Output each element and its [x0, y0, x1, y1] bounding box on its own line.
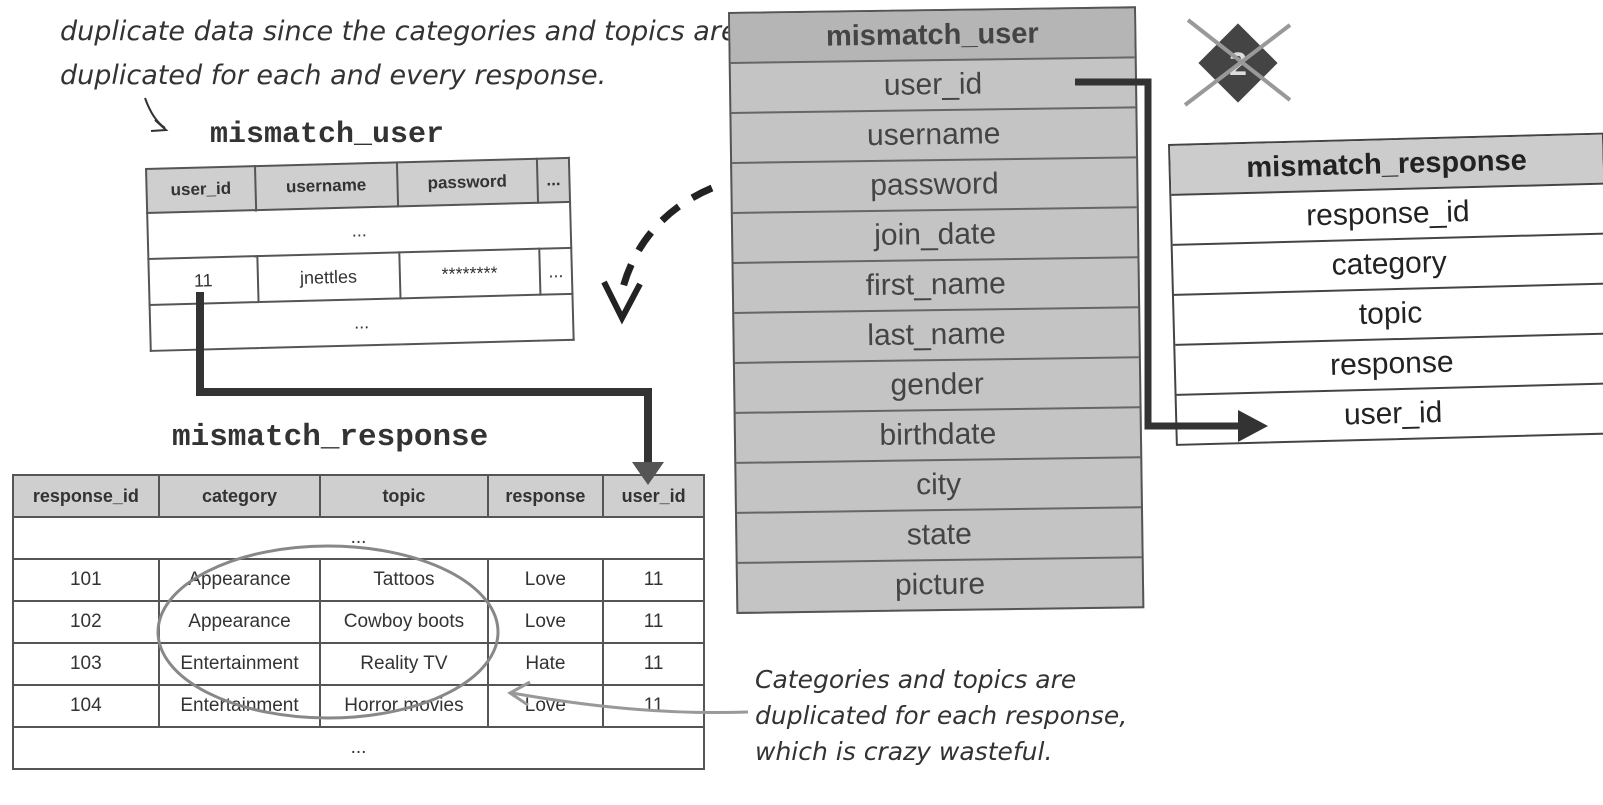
cell-user-id: 11 — [602, 642, 705, 686]
cell-response: Love — [486, 558, 605, 602]
cell-response-id: 104 — [12, 684, 160, 728]
dashed-arrowhead — [601, 280, 643, 325]
note-duplicate-data: duplicate data since the categories and … — [60, 16, 738, 91]
cell-topic: Tattoos — [319, 558, 489, 602]
table-row-ellipsis: ... — [12, 516, 705, 560]
cell-user-id: 11 — [602, 684, 705, 728]
cell-topic: Horror movies — [319, 684, 489, 728]
cell-user-id: 11 — [602, 558, 705, 602]
foreign-key-arrowhead-schema — [1238, 410, 1268, 442]
curly-pointer-icon — [144, 97, 166, 129]
dashed-transform-arrow — [616, 184, 714, 301]
cell-response-id: 101 — [12, 558, 160, 602]
foreign-key-arrow-schema — [1075, 78, 1245, 430]
table-row: 101 Appearance Tattoos Love 11 — [12, 558, 705, 602]
header-response-id: response_id — [12, 474, 160, 518]
crossed-out-diamond-icon: 2 — [1183, 18, 1292, 107]
cell-response: Hate — [486, 642, 605, 686]
foreign-key-arrow-user-id — [196, 292, 652, 470]
cell-category: Entertainment — [157, 642, 322, 686]
table-row: 102 Appearance Cowboy boots Love 11 — [12, 600, 705, 644]
response-data-table: response_id category topic response user… — [12, 474, 705, 770]
table-row: 103 Entertainment Reality TV Hate 11 — [12, 642, 705, 686]
cell-response-id: 102 — [12, 600, 160, 644]
cell-topic: Cowboy boots — [319, 600, 489, 644]
cell-category: Entertainment — [157, 684, 322, 728]
pointer-to-oval — [511, 691, 749, 715]
cell-response: Love — [486, 600, 605, 644]
header-topic: topic — [319, 474, 489, 518]
table-row-ellipsis: ... — [12, 726, 705, 770]
header-user-id: user_id — [602, 474, 705, 518]
response-table-title: mismatch_response — [172, 420, 489, 455]
curly-pointer-head-icon — [150, 119, 169, 132]
cell-topic: Reality TV — [319, 642, 489, 686]
cell-user-id: 11 — [602, 600, 705, 644]
cell-response: Love — [486, 684, 605, 728]
table-header-row: response_id category topic response user… — [12, 474, 705, 518]
header-category: category — [157, 474, 322, 518]
foreign-key-arrowhead-table — [632, 462, 664, 485]
cell-category: Appearance — [157, 558, 322, 602]
ellipsis-cell: ... — [12, 516, 705, 560]
note-wasteful: Categories and topics are duplicated for… — [755, 665, 1128, 766]
duplicate-highlight-oval — [156, 544, 500, 720]
cell-response-id: 103 — [12, 642, 160, 686]
user-table-title: mismatch_user — [210, 118, 445, 152]
pointer-to-oval-head — [507, 680, 531, 707]
header-response: response — [486, 474, 605, 518]
table-row: 104 Entertainment Horror movies Love 11 — [12, 684, 705, 728]
cell-category: Appearance — [157, 600, 322, 644]
ellipsis-cell: ... — [12, 726, 705, 770]
